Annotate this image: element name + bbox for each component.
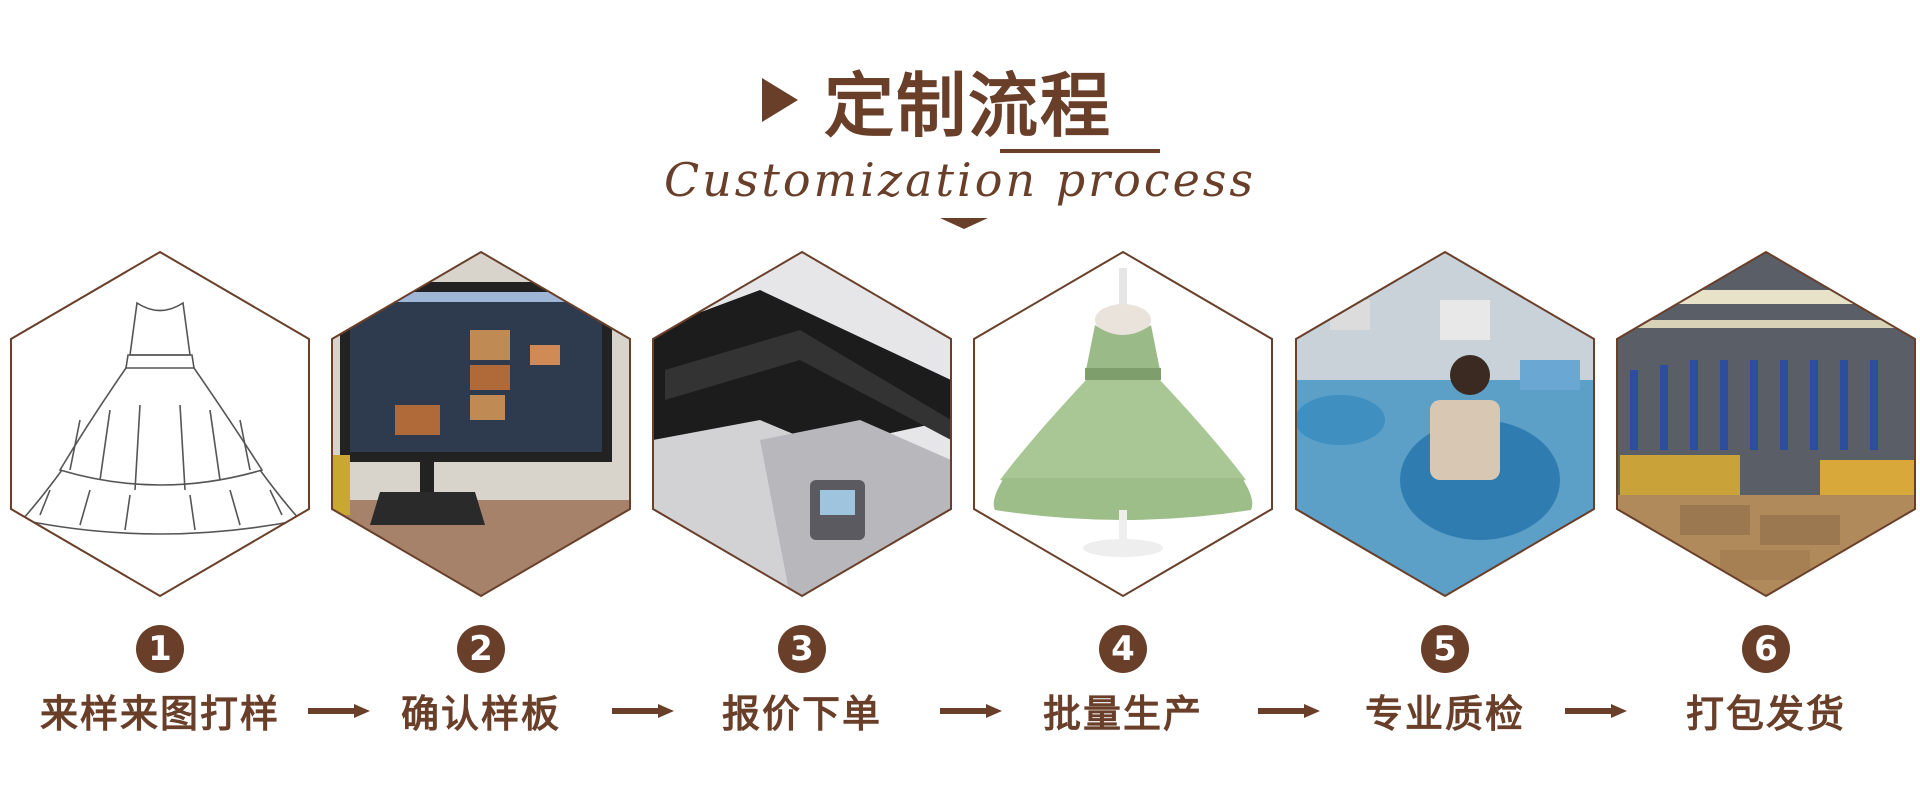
step-5-number: 5: [1421, 625, 1469, 673]
step-1-label: 来样来图打样: [40, 692, 281, 736]
arrow-right-icon: [1565, 704, 1627, 718]
step-3-label: 报价下单: [721, 692, 882, 736]
page-subtitle: Customization process: [663, 153, 1257, 207]
plotter-image: [652, 250, 952, 598]
step-2-number: 2: [457, 625, 505, 673]
dress-sketch-image: [10, 250, 310, 598]
computer-image: [331, 250, 631, 598]
step-3-number: 3: [778, 625, 826, 673]
step-6-number: 6: [1742, 625, 1790, 673]
step-4-number: 4: [1099, 625, 1147, 673]
page-title: 定制流程: [824, 64, 1112, 147]
step-6-label: 打包发货: [1685, 692, 1846, 736]
arrow-right-icon: [940, 704, 1002, 718]
arrow-right-icon: [308, 704, 370, 718]
warehouse-image: [1616, 250, 1916, 598]
arrow-right-icon: [612, 704, 674, 718]
arrow-right-icon: [1258, 704, 1320, 718]
step-1-number: 1: [136, 625, 184, 673]
green-dress-image: [973, 250, 1273, 598]
title-row: 定制流程: [762, 62, 1112, 147]
step-2-label: 确认样板: [400, 692, 561, 736]
step-4-label: 批量生产: [1042, 692, 1203, 736]
down-triangle-icon: [940, 218, 988, 229]
play-triangle-icon: [762, 78, 798, 122]
sewing-workshop-image: [1295, 250, 1595, 598]
step-5-label: 专业质检: [1364, 692, 1525, 736]
title-underline: [1000, 149, 1160, 153]
